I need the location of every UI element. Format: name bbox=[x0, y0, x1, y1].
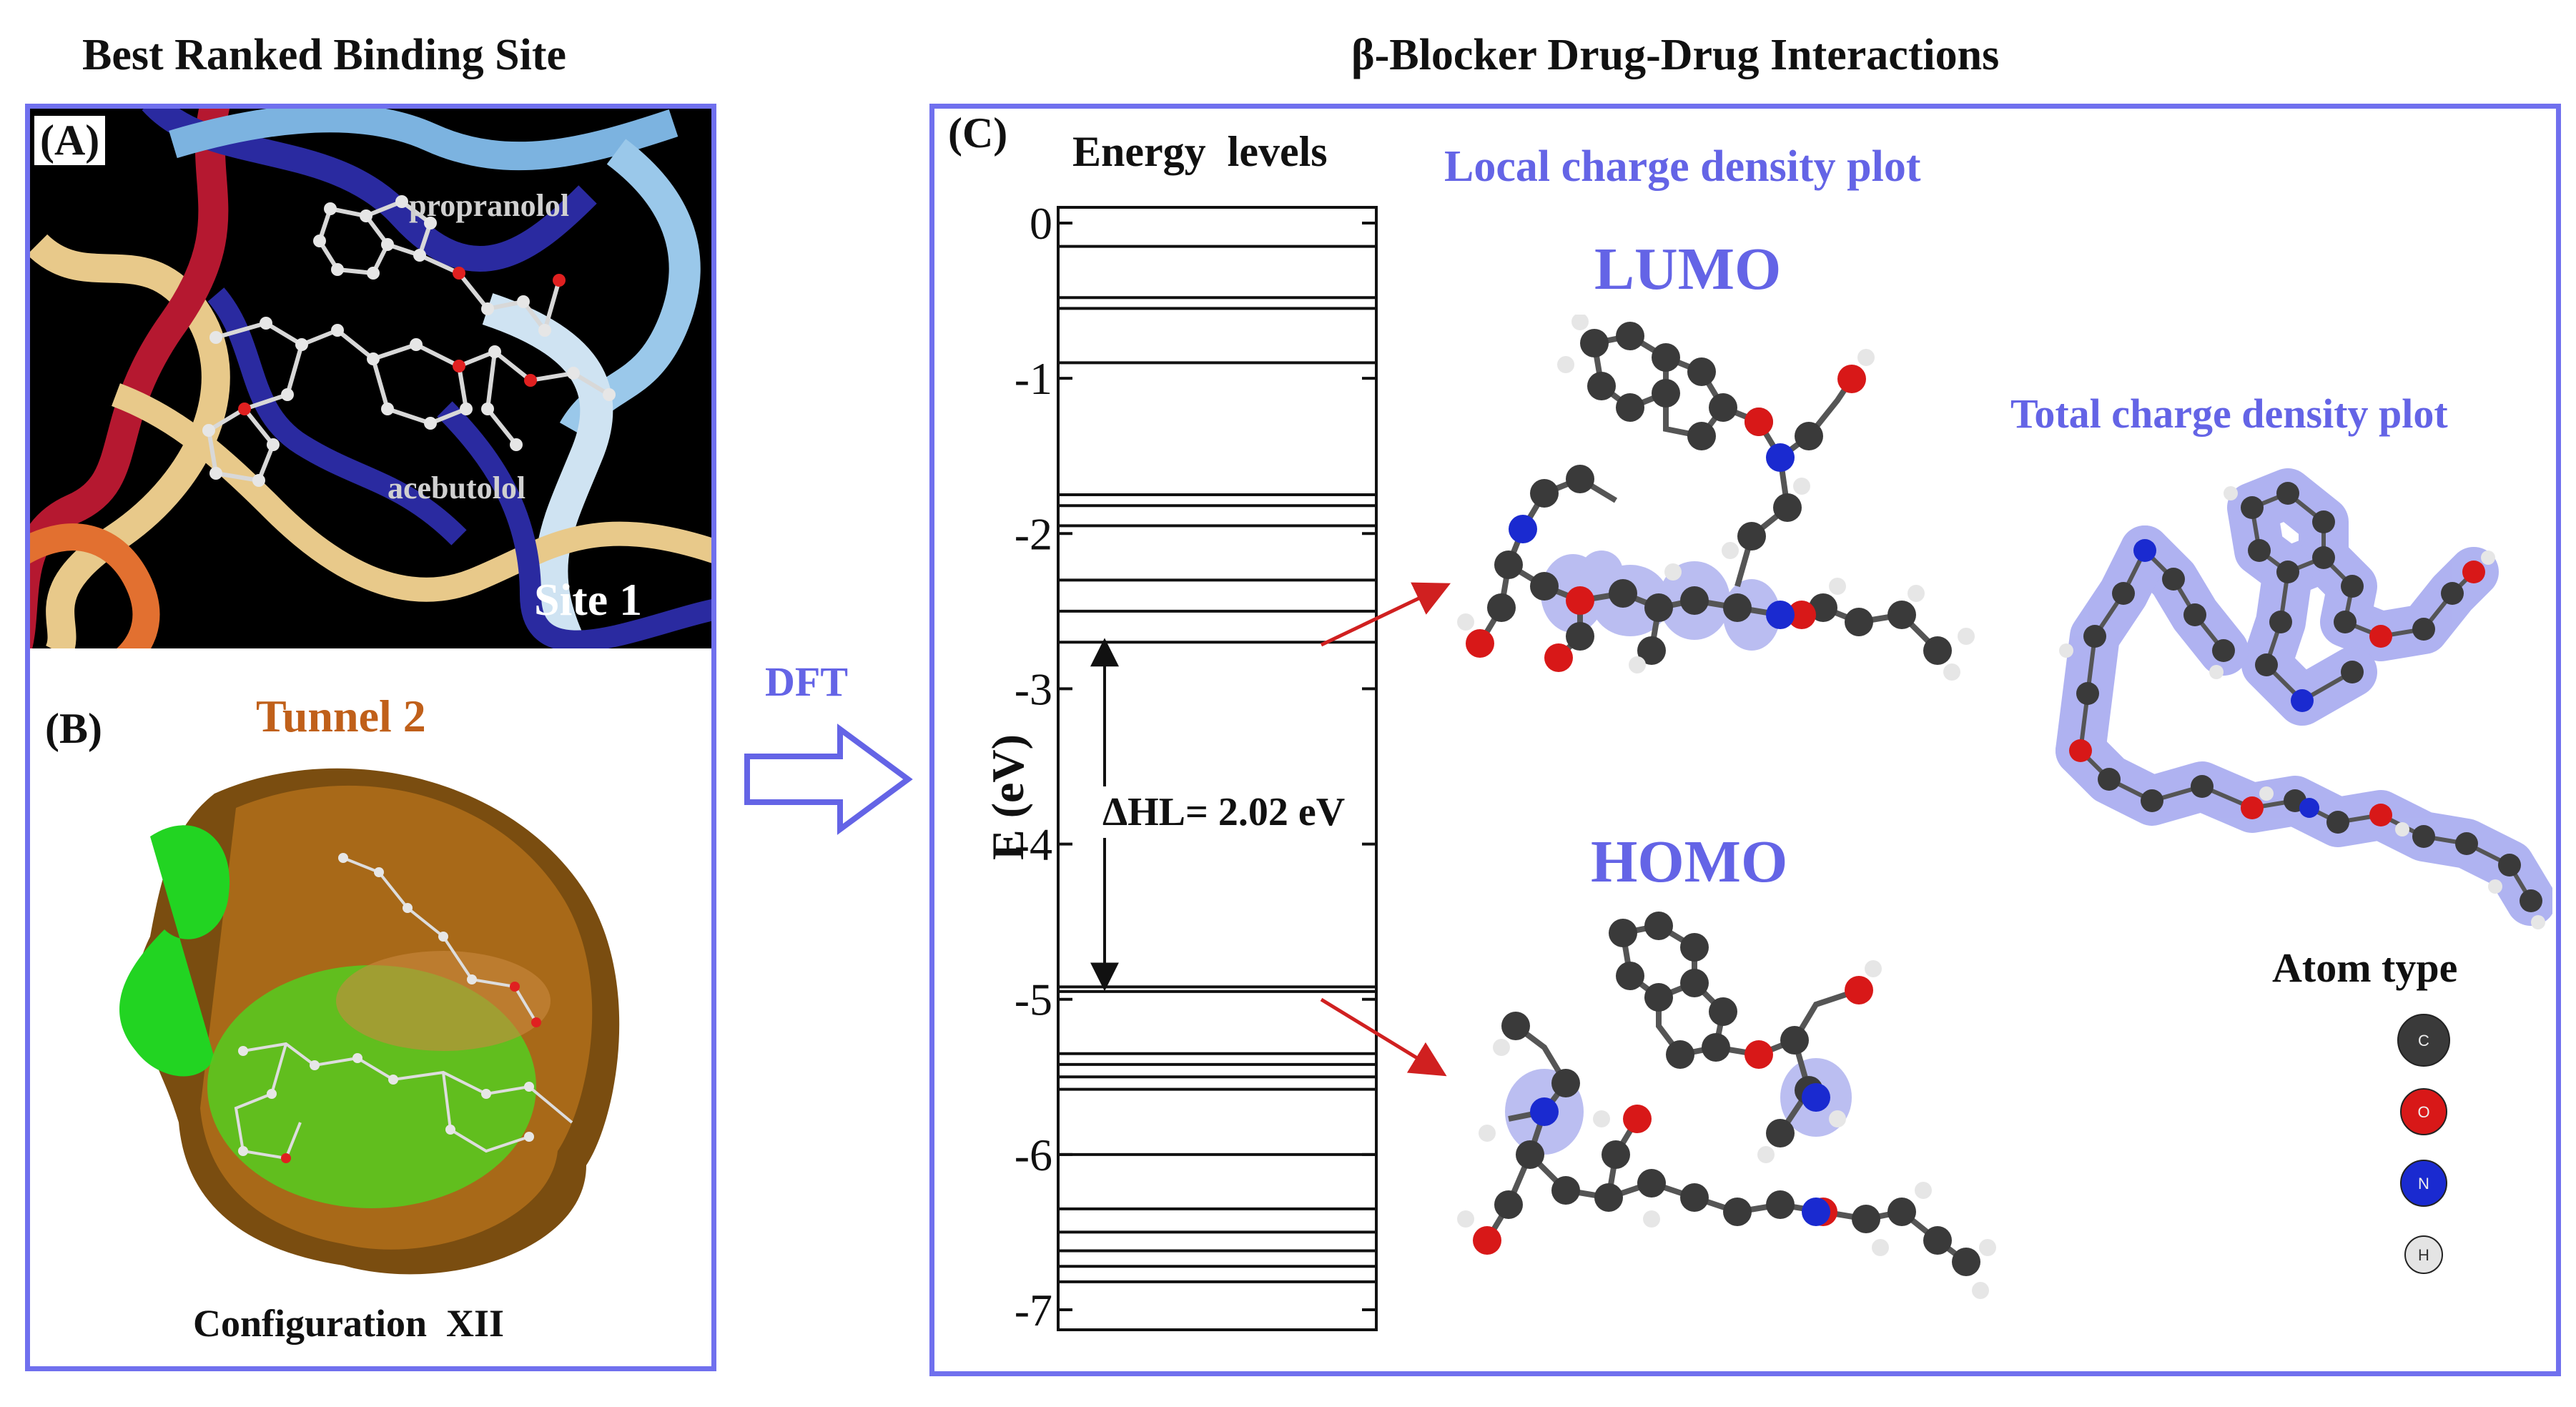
atom-legend-swatch-N bbox=[2400, 1160, 2447, 1207]
gap-label: ΔHL= 2.02 eV bbox=[1101, 786, 1347, 838]
label-site-1: Site 1 bbox=[534, 574, 643, 625]
total-charge-molecule-image bbox=[2056, 468, 2552, 929]
atom-legend-label-N: N bbox=[2418, 1175, 2429, 1193]
label-acebutolol: acebutolol bbox=[388, 470, 526, 505]
atom-legend-label-O: O bbox=[2417, 1103, 2429, 1121]
y-tick-label: -3 bbox=[1015, 663, 1052, 714]
panel-b-frame bbox=[25, 651, 716, 1371]
dft-label: DFT bbox=[765, 658, 848, 705]
label-propranolol: propranolol bbox=[409, 188, 570, 223]
tunnel-surface-image bbox=[119, 768, 620, 1275]
y-tick-label: -1 bbox=[1015, 353, 1052, 404]
total-charge-title: Total charge density plot bbox=[2010, 390, 2448, 437]
local-charge-title: Local charge density plot bbox=[1444, 142, 1921, 191]
homo-molecule-image bbox=[1457, 912, 1996, 1299]
panel-a-image: propranolol acebutolol Site 1 bbox=[30, 109, 711, 648]
panel-a-label: (A) bbox=[34, 116, 106, 165]
y-tick-label: -2 bbox=[1015, 508, 1052, 559]
lumo-molecule-image bbox=[1457, 315, 1975, 681]
red-pointer-arrows bbox=[1320, 582, 1451, 1077]
panel-a-frame bbox=[25, 104, 716, 654]
atom-legend-swatch-C bbox=[2397, 1014, 2450, 1067]
dft-arrow-icon bbox=[744, 724, 913, 835]
atom-type-legend: C O N H bbox=[2397, 1014, 2450, 1274]
y-tick-label: 0 bbox=[1030, 198, 1052, 249]
y-tick-label: -4 bbox=[1015, 819, 1052, 870]
energy-levels-title: Energy levels bbox=[1072, 128, 1328, 175]
panel-b-label: (B) bbox=[39, 704, 108, 754]
panel-c-label: (C) bbox=[942, 109, 1014, 158]
chart-frame bbox=[1057, 206, 1378, 1331]
panel-c-frame bbox=[929, 104, 2561, 1376]
atom-legend-swatch-O bbox=[2400, 1088, 2447, 1135]
homo-label: HOMO bbox=[1591, 829, 1788, 895]
y-tick-label: -5 bbox=[1015, 974, 1052, 1025]
atom-legend-label-C: C bbox=[2418, 1032, 2429, 1050]
y-tick-label: -7 bbox=[1015, 1285, 1052, 1336]
tunnel-label: Tunnel 2 bbox=[256, 691, 426, 741]
atom-type-title: Atom type bbox=[2272, 944, 2458, 991]
right-heading: β-Blocker Drug-Drug Interactions bbox=[1351, 31, 2000, 79]
left-heading: Best Ranked Binding Site bbox=[82, 31, 567, 79]
lumo-label: LUMO bbox=[1594, 236, 1782, 302]
energy-level-chart: 0 -1 -2 -3 -4 -5 -6 -7 bbox=[1015, 198, 1378, 1336]
configuration-label: Configuration XII bbox=[193, 1302, 505, 1345]
atom-legend-label-H: H bbox=[2418, 1246, 2429, 1264]
atom-legend-swatch-H bbox=[2404, 1235, 2443, 1274]
y-tick-label: -6 bbox=[1015, 1130, 1052, 1180]
